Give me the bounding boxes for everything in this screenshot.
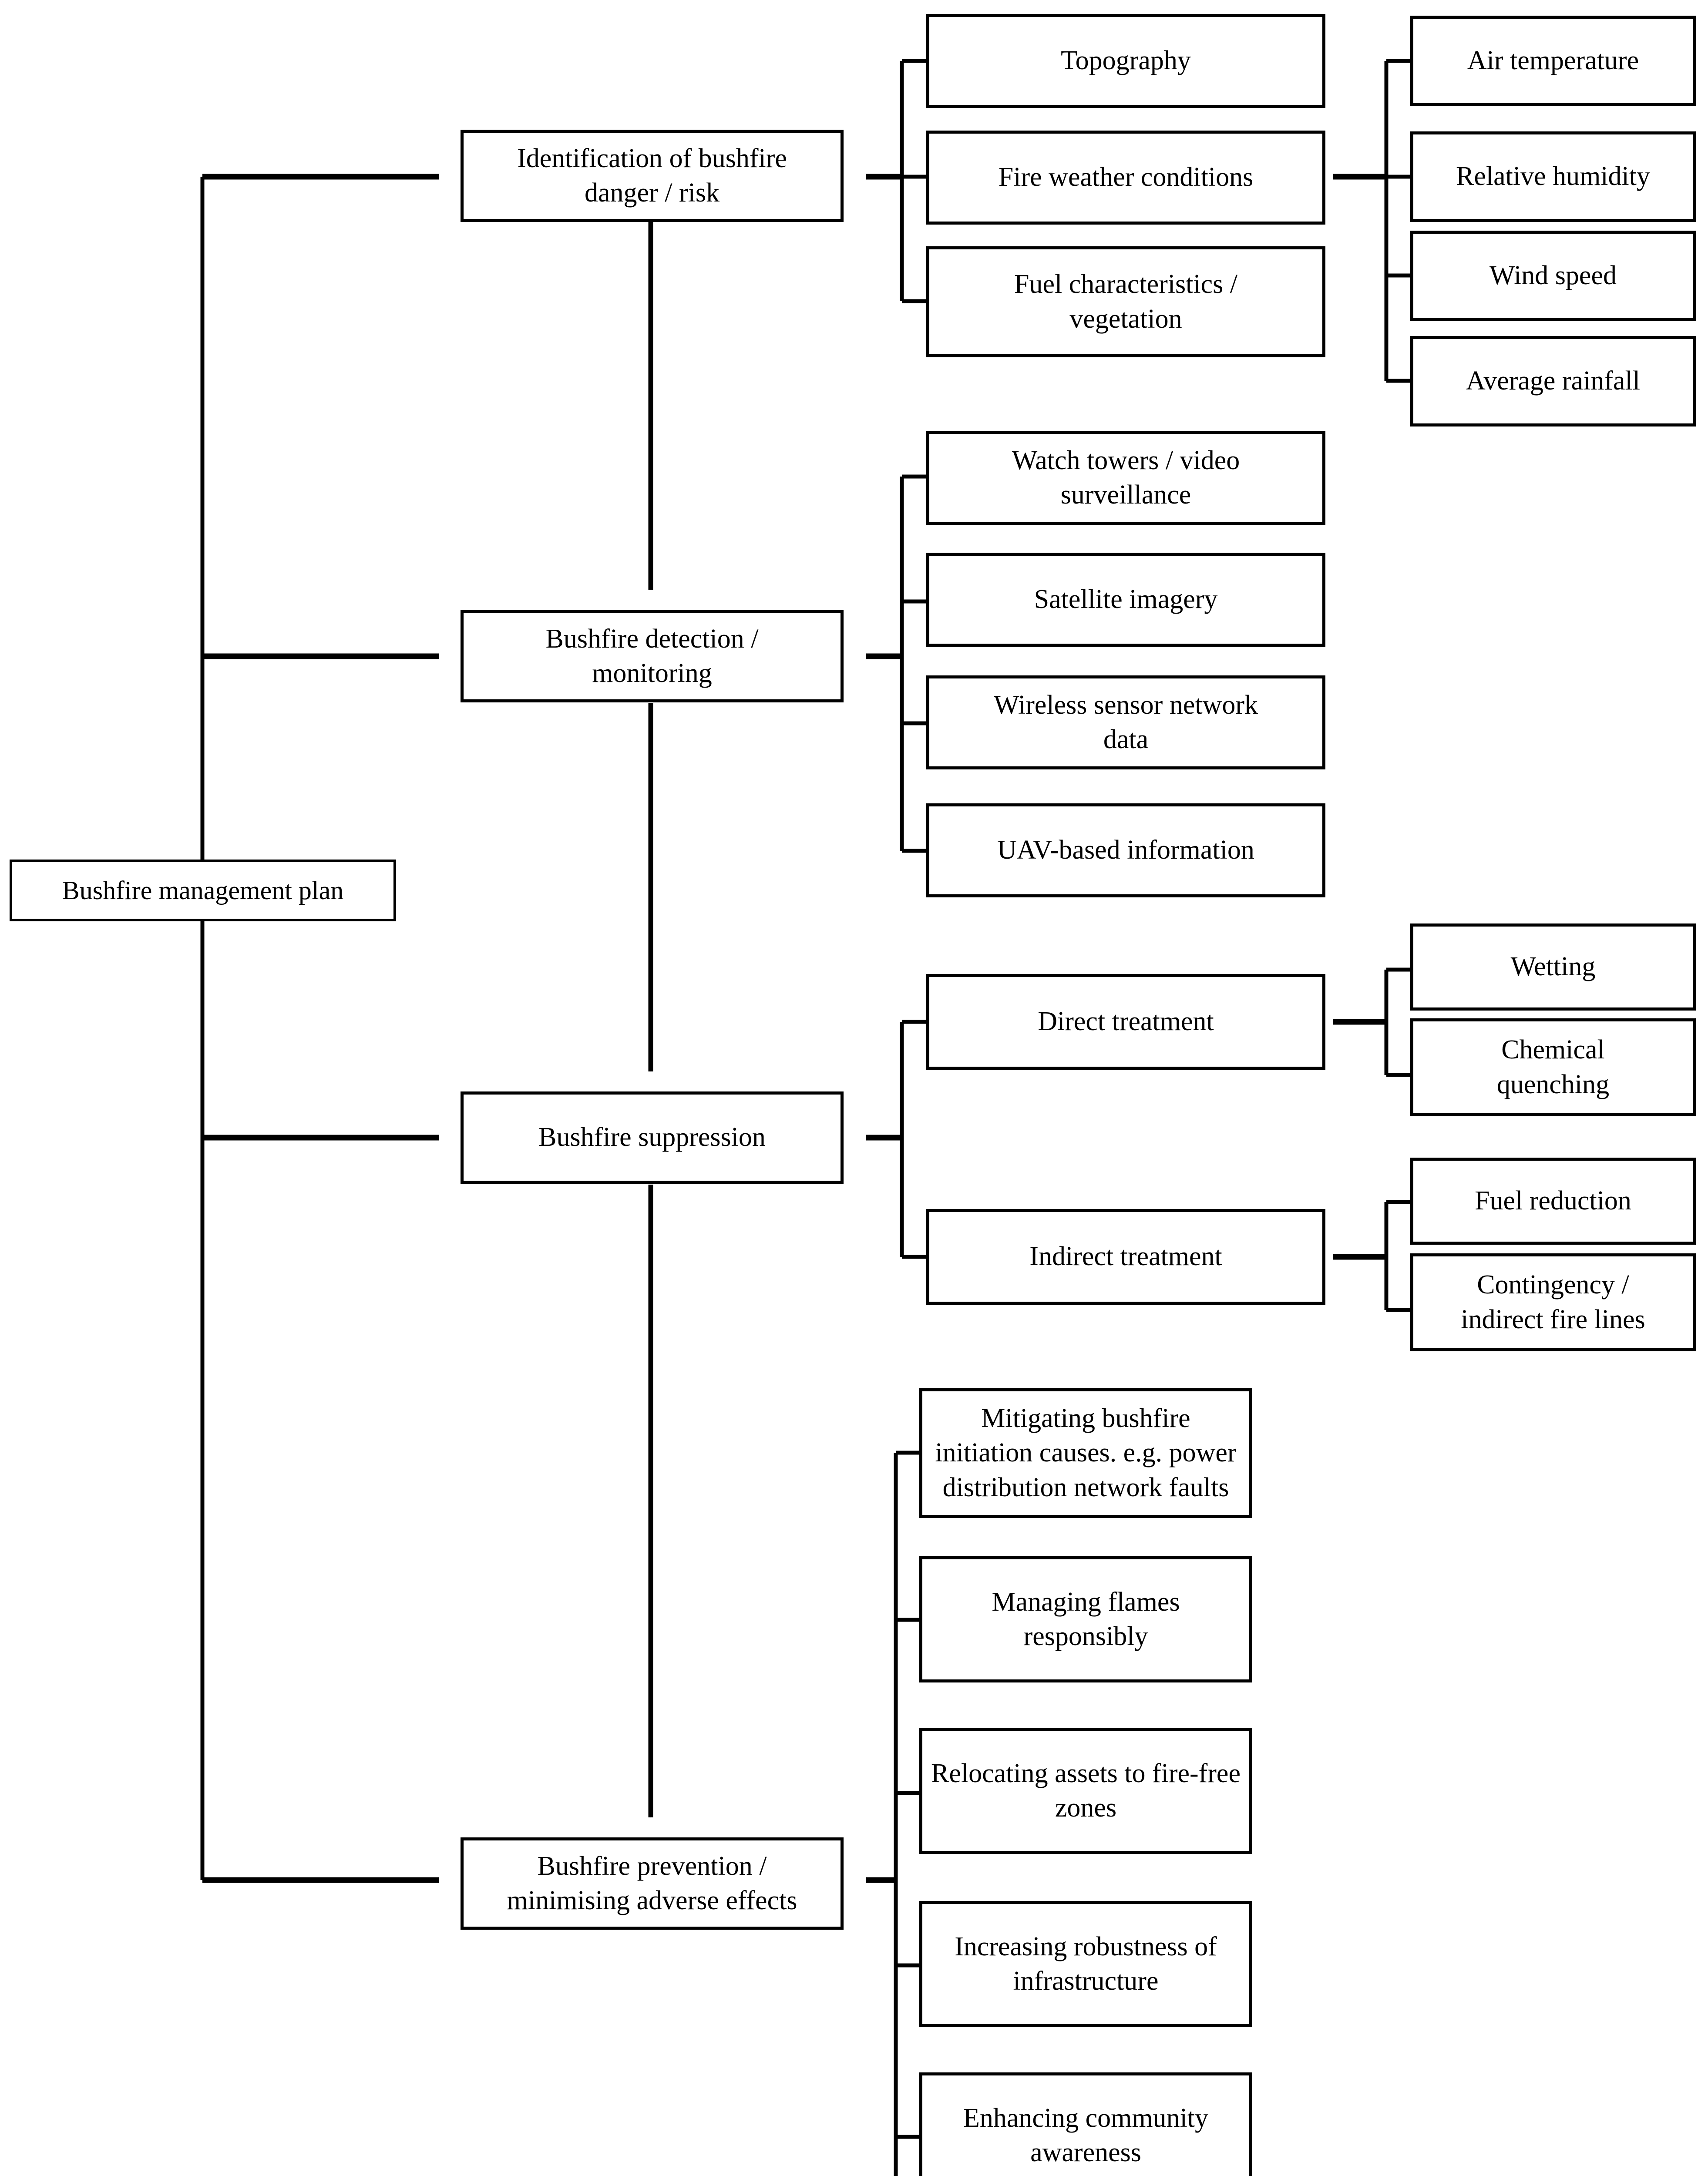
node-label: Air temperature bbox=[1467, 46, 1639, 76]
node-fuel-characteristics[interactable]: Fuel characteristics / vegetation bbox=[926, 246, 1325, 357]
node-label: Direct treatment bbox=[1038, 1007, 1214, 1037]
node-mitigating-initiation-causes[interactable]: Mitigating bushfire initiation causes. e… bbox=[919, 1388, 1252, 1518]
edge-detection-branch bbox=[866, 474, 926, 853]
node-label: Bushfire management plan bbox=[62, 876, 344, 905]
node-relocating-assets[interactable]: Relocating assets to fire-free zones bbox=[919, 1728, 1252, 1854]
node-label: Fire weather conditions bbox=[998, 162, 1254, 192]
node-contingency-fire-lines[interactable]: Contingency / indirect fire lines bbox=[1410, 1253, 1696, 1351]
node-label: Wind speed bbox=[1489, 261, 1617, 291]
node-satellite-imagery[interactable]: Satellite imagery bbox=[926, 553, 1325, 647]
node-label: Wireless sensor network data bbox=[993, 690, 1258, 754]
node-relative-humidity[interactable]: Relative humidity bbox=[1410, 131, 1696, 222]
node-managing-flames[interactable]: Managing flames responsibly bbox=[919, 1556, 1252, 1682]
node-indirect-treatment[interactable]: Indirect treatment bbox=[926, 1209, 1325, 1305]
node-label: Identification of bushfire danger / risk bbox=[517, 143, 787, 208]
node-air-temperature[interactable]: Air temperature bbox=[1410, 16, 1696, 106]
edge-direct-treatment-branch bbox=[1332, 967, 1410, 1077]
node-label: Chemical quenching bbox=[1496, 1035, 1610, 1099]
node-label: Enhancing community awareness bbox=[963, 2103, 1209, 2167]
node-label: Bushfire suppression bbox=[538, 1122, 766, 1152]
node-watch-towers[interactable]: Watch towers / video surveillance bbox=[926, 431, 1325, 525]
node-label: UAV-based information bbox=[997, 835, 1254, 865]
node-detection[interactable]: Bushfire detection / monitoring bbox=[461, 610, 844, 702]
node-label: Increasing robustness of infrastructure bbox=[955, 1931, 1217, 1996]
node-topography[interactable]: Topography bbox=[926, 14, 1325, 108]
node-enhancing-community-awareness[interactable]: Enhancing community awareness bbox=[919, 2072, 1252, 2176]
node-label: Contingency / indirect fire lines bbox=[1461, 1270, 1645, 1334]
node-label: Average rainfall bbox=[1466, 366, 1640, 396]
node-bushfire-management-plan[interactable]: Bushfire management plan bbox=[10, 860, 396, 921]
node-label: Topography bbox=[1061, 46, 1191, 76]
node-label: Satellite imagery bbox=[1034, 584, 1218, 615]
node-fire-weather-conditions[interactable]: Fire weather conditions bbox=[926, 131, 1325, 225]
node-label: Mitigating bushfire initiation causes. e… bbox=[935, 1403, 1237, 1502]
edge-indirect-treatment-branch bbox=[1332, 1200, 1410, 1312]
node-label: Bushfire prevention / minimising adverse… bbox=[507, 1851, 797, 1915]
node-fuel-reduction[interactable]: Fuel reduction bbox=[1410, 1158, 1696, 1245]
node-label: Fuel reduction bbox=[1475, 1186, 1631, 1216]
node-label: Fuel characteristics / vegetation bbox=[1014, 269, 1237, 334]
node-label: Watch towers / video surveillance bbox=[1012, 445, 1240, 510]
node-label: Relocating assets to fire-free zones bbox=[931, 1758, 1241, 1823]
node-label: Managing flames responsibly bbox=[992, 1587, 1180, 1651]
node-suppression[interactable]: Bushfire suppression bbox=[461, 1091, 844, 1184]
node-wireless-sensor-network[interactable]: Wireless sensor network data bbox=[926, 675, 1325, 769]
node-direct-treatment[interactable]: Direct treatment bbox=[926, 974, 1325, 1070]
node-identification[interactable]: Identification of bushfire danger / risk bbox=[461, 130, 844, 222]
node-prevention[interactable]: Bushfire prevention / minimising adverse… bbox=[461, 1837, 844, 1930]
node-increasing-robustness[interactable]: Increasing robustness of infrastructure bbox=[919, 1901, 1252, 2027]
node-label: Bushfire detection / monitoring bbox=[545, 624, 759, 688]
node-chemical-quenching[interactable]: Chemical quenching bbox=[1410, 1018, 1696, 1116]
node-label: Relative humidity bbox=[1456, 161, 1650, 191]
edge-prevention-branch bbox=[866, 1451, 919, 2176]
node-label: Indirect treatment bbox=[1029, 1242, 1222, 1272]
node-label: Wetting bbox=[1510, 952, 1596, 982]
node-uav-based-information[interactable]: UAV-based information bbox=[926, 803, 1325, 897]
node-average-rainfall[interactable]: Average rainfall bbox=[1410, 336, 1696, 426]
edge-suppression-branch bbox=[866, 1020, 926, 1259]
edge-identification-branch bbox=[866, 59, 926, 303]
edge-fire-weather-branch bbox=[1332, 59, 1410, 383]
node-wind-speed[interactable]: Wind speed bbox=[1410, 231, 1696, 321]
node-wetting[interactable]: Wetting bbox=[1410, 923, 1696, 1011]
